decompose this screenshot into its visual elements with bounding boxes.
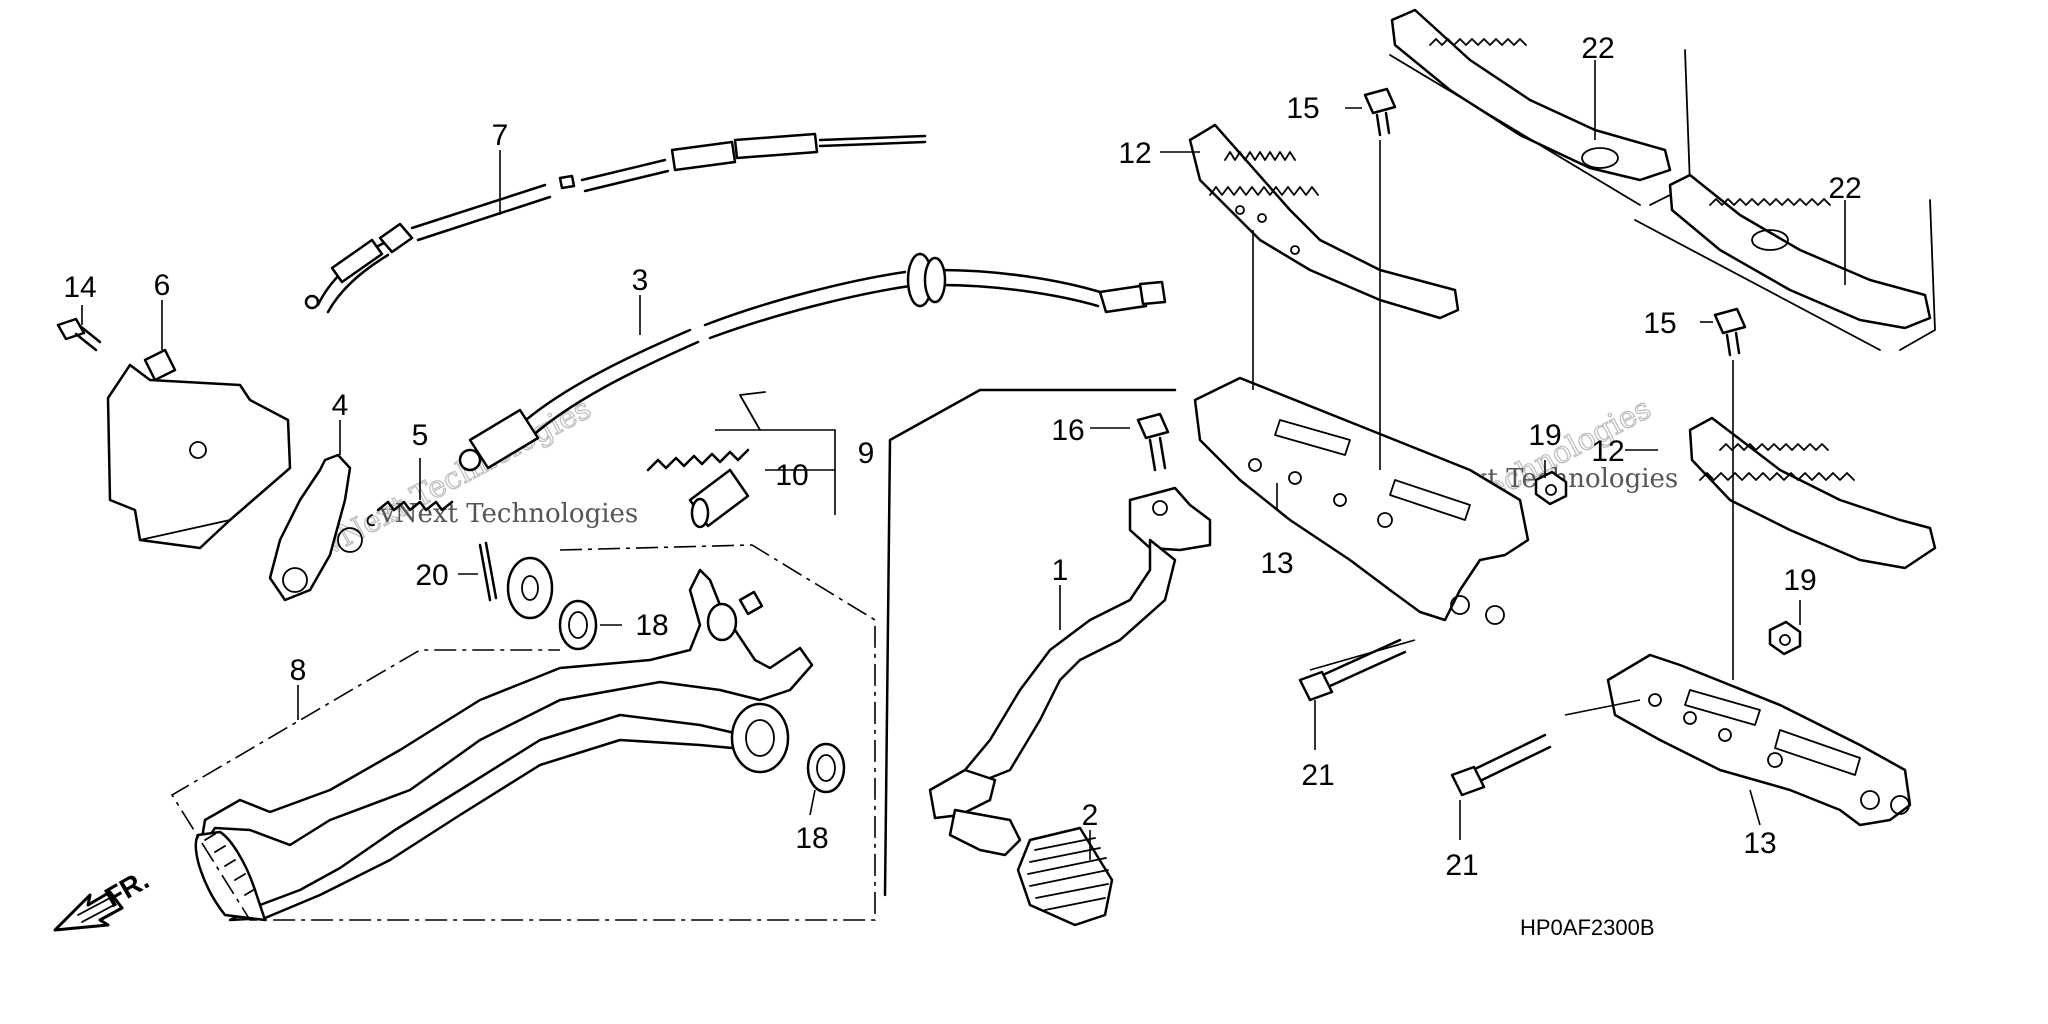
callout-5: 5 [412, 419, 429, 452]
callout-13b: 13 [1743, 827, 1776, 860]
callout-6: 6 [154, 269, 171, 302]
watermark-left: vNext Technologies vNext Technologies [316, 391, 638, 563]
fr-arrow-icon: FR. [53, 864, 154, 932]
callout-15a: 15 [1286, 92, 1319, 125]
bushing-18-lower [806, 742, 846, 794]
bushing-18-upper [558, 599, 598, 651]
spring-5 [366, 500, 454, 527]
callout-7: 7 [492, 119, 509, 152]
cable-3 [458, 252, 1167, 472]
bolt-15-lower [1713, 307, 1747, 357]
diagram-code: HP0AF2300B [1520, 915, 1655, 940]
callout-18b: 18 [795, 822, 828, 855]
step-12-left [1188, 123, 1460, 320]
brake-cable-7 [304, 132, 927, 314]
callout-3: 3 [632, 264, 649, 297]
callout-19a: 19 [1528, 419, 1561, 452]
callout-12b: 12 [1591, 435, 1624, 468]
brake-pedal-8 [194, 568, 814, 922]
callout-22b: 22 [1828, 172, 1861, 205]
callout-12a: 12 [1118, 137, 1151, 170]
bolt-16 [1136, 412, 1170, 472]
nut-19-upper [1534, 470, 1568, 506]
callout-20: 20 [415, 559, 448, 592]
bracket-4 [268, 453, 363, 602]
bolt-15-upper [1363, 87, 1397, 137]
step-12-right [1688, 416, 1937, 570]
callout-21b: 21 [1445, 849, 1478, 882]
callout-22a: 22 [1581, 32, 1614, 65]
bolt-21-right [1450, 733, 1552, 797]
bolt-14 [56, 317, 102, 352]
callout-14: 14 [63, 271, 96, 304]
spring-9 [646, 391, 766, 472]
callouts: 1 2 3 4 5 6 7 8 9 10 12 12 13 13 14 15 1… [63, 32, 1861, 882]
callout-1: 1 [1052, 554, 1069, 587]
step-rubber-22-upper [1389, 8, 1691, 206]
callout-2: 2 [1082, 799, 1099, 832]
sleeve-10 [688, 468, 750, 529]
callout-15b: 15 [1643, 307, 1676, 340]
callout-13a: 13 [1260, 547, 1293, 580]
callout-19b: 19 [1783, 564, 1816, 597]
callout-8: 8 [290, 654, 307, 687]
washer [506, 556, 554, 620]
bolt-21-left [1298, 638, 1407, 702]
group-outlines [170, 388, 1177, 921]
bracket-6 [106, 348, 292, 550]
leader-lines [81, 60, 1846, 860]
callout-10: 10 [775, 459, 808, 492]
pin-20 [478, 541, 498, 602]
step-bracket-13-left [1193, 376, 1530, 625]
shift-pedal-1 [928, 486, 1212, 857]
nut-19-lower [1768, 620, 1802, 656]
callout-4: 4 [332, 389, 349, 422]
callout-18a: 18 [635, 609, 668, 642]
callout-9: 9 [858, 437, 875, 470]
callout-16: 16 [1051, 414, 1084, 447]
pedal-rubber-2 [1016, 826, 1114, 927]
step-rubber-22-lower [1634, 173, 1936, 351]
step-bracket-13-right [1606, 653, 1912, 827]
callout-21a: 21 [1301, 759, 1334, 792]
